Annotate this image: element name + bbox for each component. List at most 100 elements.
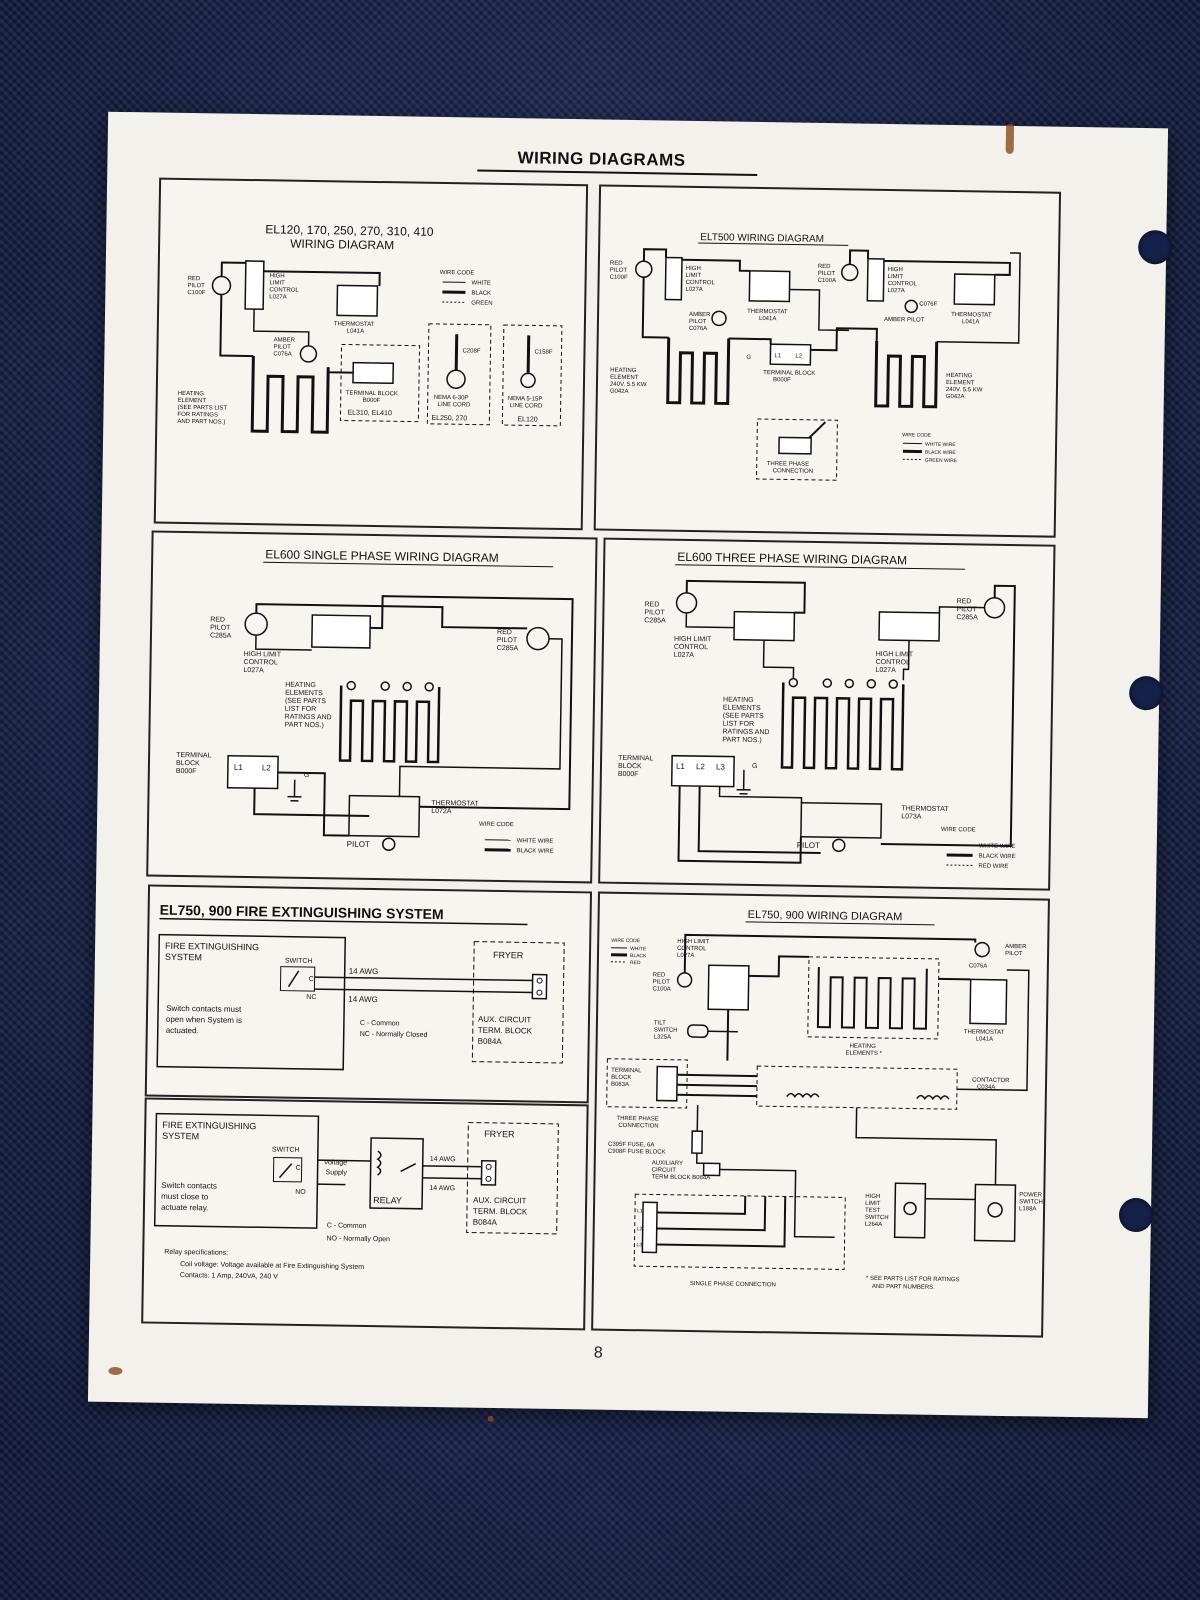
el120-wiring-diagram: EL120, 170, 250, 270, 310, 410 WIRING DI… bbox=[177, 222, 563, 434]
p4-hlr-2: CONTROL bbox=[876, 659, 910, 667]
p3-l2: L2 bbox=[262, 763, 272, 772]
p4-wc-white: WHITE WIRE bbox=[979, 844, 1016, 851]
p7-aux-2: CIRCUIT bbox=[652, 1167, 677, 1173]
terminal-block bbox=[655, 1065, 679, 1102]
p5-awg2: 14 AWG bbox=[348, 995, 378, 1004]
high-limit-control bbox=[244, 260, 265, 310]
heating-elements bbox=[816, 967, 928, 1030]
p2-thl-2: L041A bbox=[759, 316, 776, 322]
p7-wc-title: WIRE CODE bbox=[611, 938, 641, 944]
p2-her-1: HEATING bbox=[946, 373, 973, 379]
p7-aux-1: AUXILIARY bbox=[652, 1160, 683, 1166]
p3-th-1: THERMOSTAT bbox=[431, 800, 479, 808]
relay-coil-icon bbox=[376, 1150, 382, 1176]
p7-tb-1: TERMINAL bbox=[611, 1068, 642, 1074]
p2-rpl-3: C100F bbox=[610, 275, 628, 281]
nema-515-group bbox=[501, 324, 563, 427]
p2-rpl-2: PILOT bbox=[610, 268, 628, 274]
p7-hlt-1: HIGH bbox=[865, 1194, 880, 1200]
p1-c158f: C158F bbox=[534, 349, 552, 355]
p4-hlr-1: HIGH LIMIT bbox=[876, 651, 914, 659]
power-switch bbox=[973, 1183, 1017, 1242]
p3-rpl-1: RED bbox=[210, 616, 225, 623]
p4-wc-black: BLACK WIRE bbox=[979, 854, 1016, 861]
amber-pilot-lamp-icon bbox=[904, 299, 918, 314]
p7-he-1: HEATING bbox=[850, 1044, 877, 1050]
p1-hl-1: HIGH bbox=[270, 273, 285, 279]
p6-aux-3: B084A bbox=[473, 1218, 498, 1227]
p4-pilot: PILOT bbox=[797, 841, 820, 850]
p7-ap-2: PILOT bbox=[1005, 951, 1023, 957]
p1-wire-white: WHITE bbox=[471, 280, 490, 286]
p1-th-2: L041A bbox=[347, 329, 364, 335]
p2-hll-4: L027A bbox=[685, 287, 702, 293]
p2-l2: L2 bbox=[795, 354, 802, 360]
p1-heat-5: AND PART NOS.) bbox=[177, 419, 225, 426]
el600-three-phase-diagram: EL600 THREE PHASE WIRING DIAGRAM RED PIL… bbox=[618, 550, 1016, 870]
terminal-block bbox=[352, 361, 395, 385]
p7-sp-l3: L3 bbox=[636, 1242, 642, 1248]
p1-hl-4: L027A bbox=[269, 294, 286, 300]
p2-hel-3: 240V. 5.5 KW bbox=[610, 382, 647, 389]
heating-element-left bbox=[666, 337, 731, 406]
p7-3ph-2: CONNECTION bbox=[618, 1123, 658, 1130]
p5-box-2: SYSTEM bbox=[165, 952, 202, 963]
fryer-box bbox=[466, 1122, 559, 1235]
p3-tb-3: B000F bbox=[176, 768, 197, 775]
p2-amber-right: AMBER PILOT bbox=[884, 317, 925, 324]
p2-al-2: PILOT bbox=[689, 319, 707, 325]
p1-heat-1: HEATING bbox=[178, 391, 205, 397]
p1-amber-1: AMBER bbox=[274, 337, 296, 343]
p2-wc-black: BLACK WIRE bbox=[925, 450, 957, 456]
red-pilot-lamp-icon bbox=[675, 592, 698, 614]
p3-he-6: PART NOS.) bbox=[285, 722, 324, 730]
p6-vs-1: Voltage bbox=[324, 1159, 348, 1166]
p1-th-1: THERMOSTAT bbox=[334, 321, 375, 328]
p3-he-4: LIST FOR bbox=[285, 706, 316, 713]
panel-el600-single: EL600 SINGLE PHASE WIRING DIAGRAM RED PI… bbox=[146, 530, 598, 884]
p3-hl-2: CONTROL bbox=[244, 659, 278, 667]
p1-amber-2: PILOT bbox=[273, 344, 291, 350]
p3-hl-1: HIGH LIMIT bbox=[244, 651, 282, 659]
p7-hlt-2: LIMIT bbox=[865, 1201, 881, 1207]
p7-tb-3: B083A bbox=[611, 1082, 629, 1088]
page-title: WIRING DIAGRAMS bbox=[517, 148, 686, 170]
p6-aux-2: TERM. BLOCK bbox=[473, 1207, 528, 1217]
contactor-group bbox=[756, 1065, 958, 1110]
p5-c: C bbox=[309, 976, 314, 983]
p4-hll-2: CONTROL bbox=[674, 644, 708, 652]
title-underline bbox=[477, 169, 758, 176]
p7-fuse-2: C908F FUSE BLOCK bbox=[608, 1149, 666, 1156]
red-pilot-lamp-icon bbox=[983, 596, 1006, 619]
p6-note-3: actuate relay. bbox=[161, 1203, 209, 1213]
p2-wc-white: WHITE WIRE bbox=[925, 442, 956, 448]
p5-title: EL750, 900 FIRE EXTINGUISHING SYSTEM bbox=[160, 902, 444, 922]
p7-foot-1: * SEE PARTS LIST FOR RATINGS bbox=[866, 1276, 960, 1283]
p7-ps-2: SWITCH bbox=[1019, 1199, 1043, 1205]
p5-note-3: actuated. bbox=[166, 1026, 199, 1036]
p4-l3: L3 bbox=[716, 762, 726, 771]
el600-single-phase-diagram: EL600 SINGLE PHASE WIRING DIAGRAM RED PI… bbox=[176, 547, 574, 855]
panel-fire-extinguishing-nc: EL750, 900 FIRE EXTINGUISHING SYSTEM FIR… bbox=[144, 884, 593, 1104]
p4-hll-1: HIGH LIMIT bbox=[674, 636, 712, 644]
high-limit-test-switch bbox=[893, 1182, 927, 1239]
red-pilot-lamp-icon bbox=[526, 626, 550, 651]
p3-rpr-1: RED bbox=[497, 629, 512, 636]
p3-he-3: (SEE PARTS bbox=[285, 698, 326, 706]
panel-elt500-wiring: ELT500 WIRING DIAGRAM RED PILOT C100F HI… bbox=[593, 184, 1062, 538]
heating-element-coil bbox=[250, 356, 330, 434]
terminal-block bbox=[769, 343, 812, 366]
amber-pilot-lamp-icon bbox=[974, 941, 990, 958]
p1-red-pilot-2: PILOT bbox=[187, 283, 205, 289]
p1-red-pilot-1: RED bbox=[188, 276, 201, 282]
p7-he-2: ELEMENTS * bbox=[845, 1050, 882, 1057]
p4-wc-title: WIRE CODE bbox=[941, 827, 976, 834]
p4-he-6: PART NOS.) bbox=[722, 736, 761, 744]
p6-legend-1: C - Common bbox=[327, 1222, 367, 1230]
pilot-lamp-icon bbox=[381, 837, 396, 852]
p3-wc-black: BLACK WIRE bbox=[517, 848, 554, 855]
p5-aux-3: B084A bbox=[478, 1037, 503, 1046]
high-limit-control-left bbox=[733, 610, 796, 642]
fire-system-box bbox=[156, 933, 347, 1071]
p1-title-line1: EL120, 170, 250, 270, 310, 410 bbox=[265, 222, 434, 239]
